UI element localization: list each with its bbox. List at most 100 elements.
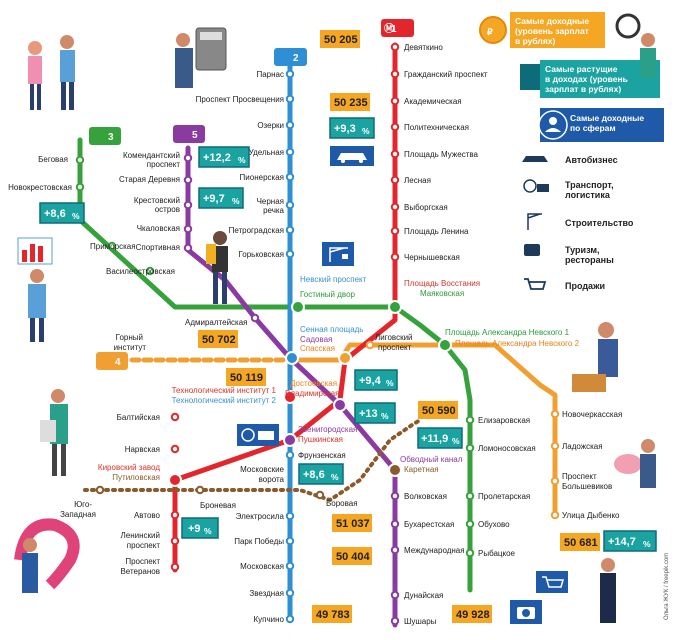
station-parnas[interactable]: Парнас bbox=[256, 70, 284, 79]
transfer-hub[interactable] bbox=[388, 463, 402, 477]
station-dot[interactable] bbox=[285, 561, 295, 571]
station-frunz[interactable]: Фрунзенская bbox=[298, 451, 346, 460]
station-mosvor1[interactable]: Московские bbox=[240, 465, 284, 474]
station-dot[interactable] bbox=[183, 243, 193, 253]
station-dot[interactable] bbox=[250, 313, 260, 323]
station-sennaya[interactable]: Сенная площадь bbox=[300, 325, 363, 334]
transfer-hub[interactable] bbox=[283, 390, 297, 404]
transfer-hub[interactable] bbox=[291, 300, 305, 314]
station-lesnaya[interactable]: Лесная bbox=[404, 176, 431, 185]
salary-box-8[interactable]: 50 119 bbox=[226, 368, 266, 386]
salary-box-17[interactable]: 49 783 bbox=[312, 605, 352, 623]
station-dot[interactable] bbox=[285, 614, 295, 624]
station-dot[interactable] bbox=[285, 94, 295, 104]
station-udel[interactable]: Удельная bbox=[249, 148, 284, 157]
station-grazhd[interactable]: Гражданский проспект bbox=[404, 70, 488, 79]
station-muzhestva[interactable]: Площадь Мужества bbox=[404, 150, 479, 159]
station-dybenko[interactable]: Улица Дыбенко bbox=[562, 511, 620, 520]
station-cherrech1[interactable]: Черная bbox=[257, 197, 284, 206]
station-obukh[interactable]: Обухово bbox=[478, 520, 510, 529]
growth-box-12[interactable]: +11,9% bbox=[417, 427, 463, 449]
station-chkal[interactable]: Чкаловская bbox=[137, 224, 180, 233]
transfer-hub[interactable] bbox=[388, 300, 402, 314]
station-pioner[interactable]: Пионерская bbox=[240, 173, 284, 182]
station-dot[interactable] bbox=[285, 536, 295, 546]
station-dot[interactable] bbox=[285, 225, 295, 235]
station-pushk[interactable]: Пушкинская bbox=[298, 435, 343, 444]
car-icon[interactable] bbox=[330, 146, 374, 166]
camera-icon[interactable] bbox=[510, 600, 542, 624]
station-dot[interactable] bbox=[170, 536, 180, 546]
transfer-hub[interactable] bbox=[438, 338, 452, 352]
station-dot[interactable] bbox=[390, 545, 400, 555]
station-shush[interactable]: Шушары bbox=[404, 617, 437, 626]
station-lomon[interactable]: Ломоносовская bbox=[478, 444, 536, 453]
station-dot[interactable] bbox=[285, 588, 295, 598]
station-gostin[interactable]: Гостиный двор bbox=[300, 290, 356, 299]
station-dot[interactable] bbox=[285, 120, 295, 130]
station-yugzap1[interactable]: Юго- bbox=[74, 500, 92, 509]
station-dot[interactable] bbox=[465, 415, 475, 425]
station-dot[interactable] bbox=[550, 476, 560, 486]
station-rybats[interactable]: Рыбацкое bbox=[478, 549, 516, 558]
station-dot[interactable] bbox=[465, 548, 475, 558]
station-kirov[interactable]: Кировский завод bbox=[98, 463, 160, 472]
growth-box-20[interactable]: +14,7% bbox=[603, 530, 657, 552]
station-beg[interactable]: Беговая bbox=[38, 155, 68, 164]
station-zvenig[interactable]: Звенигородская bbox=[298, 425, 357, 434]
transfer-hub[interactable] bbox=[333, 398, 347, 412]
station-dot[interactable] bbox=[170, 562, 180, 572]
station-baltiy[interactable]: Балтийская bbox=[117, 413, 160, 422]
station-devyatkino[interactable]: Девяткино bbox=[404, 43, 443, 52]
station-krest1[interactable]: Крестовский bbox=[134, 196, 180, 205]
station-novokr[interactable]: Новокрестовская bbox=[8, 183, 72, 192]
station-mayak[interactable]: Маяковская bbox=[420, 289, 464, 298]
station-admir[interactable]: Адмиралтейская bbox=[185, 318, 248, 327]
station-sadovaya[interactable]: Садовая bbox=[300, 335, 332, 344]
growth-box-13[interactable]: +8,6% bbox=[298, 463, 344, 485]
station-dot[interactable] bbox=[285, 511, 295, 521]
station-dot[interactable] bbox=[107, 241, 117, 251]
station-gorn2[interactable]: институт bbox=[114, 343, 147, 352]
station-dot[interactable] bbox=[390, 226, 400, 236]
station-avtovo[interactable]: Автово bbox=[134, 511, 161, 520]
growth-box-6[interactable]: +8,6% bbox=[39, 202, 85, 224]
station-mezhd[interactable]: Международная bbox=[404, 546, 465, 555]
station-bronev[interactable]: Броневая bbox=[200, 501, 236, 510]
station-gorkov[interactable]: Горьковская bbox=[238, 250, 284, 259]
station-mosvor2[interactable]: ворота bbox=[259, 475, 285, 484]
station-prosv[interactable]: Проспект Просвещения bbox=[196, 95, 284, 104]
station-gorn1[interactable]: Горный bbox=[116, 333, 143, 342]
station-dot[interactable] bbox=[183, 175, 193, 185]
cart-icon[interactable] bbox=[536, 571, 568, 593]
line2-badge[interactable]: 2 bbox=[274, 48, 307, 66]
station-dot[interactable] bbox=[75, 155, 85, 165]
crane-icon[interactable] bbox=[322, 242, 354, 266]
station-proletar[interactable]: Пролетарская bbox=[478, 492, 530, 501]
station-narv[interactable]: Нарвская bbox=[125, 445, 160, 454]
station-dot[interactable] bbox=[285, 249, 295, 259]
station-politekh[interactable]: Политехническая bbox=[404, 123, 469, 132]
station-dot[interactable] bbox=[183, 224, 193, 234]
transfer-hub[interactable] bbox=[338, 351, 352, 365]
station-dot[interactable] bbox=[75, 182, 85, 192]
station-tekh1[interactable]: Технологический институт 1 bbox=[172, 386, 277, 395]
station-akadem[interactable]: Академическая bbox=[404, 97, 462, 106]
station-vetr1[interactable]: Проспект bbox=[125, 557, 160, 566]
growth-box-9[interactable]: +9,4% bbox=[354, 369, 398, 391]
line4-badge[interactable]: 4 bbox=[96, 352, 128, 370]
salary-box-2[interactable]: 50 235 bbox=[330, 93, 370, 111]
station-lenprosp2[interactable]: проспект bbox=[127, 541, 161, 550]
station-dot[interactable] bbox=[315, 490, 325, 500]
station-karet[interactable]: Каретная bbox=[404, 465, 439, 474]
growth-box-3[interactable]: +9,3% bbox=[329, 117, 375, 139]
station-chern[interactable]: Чернышевская bbox=[404, 253, 460, 262]
station-putil[interactable]: Путиловская bbox=[112, 473, 160, 482]
station-dunai[interactable]: Дунайская bbox=[404, 591, 443, 600]
salary-box-1[interactable]: 50 205 bbox=[320, 30, 360, 48]
station-dot[interactable] bbox=[285, 69, 295, 79]
station-dot[interactable] bbox=[145, 266, 155, 276]
station-vyborg[interactable]: Выборгская bbox=[404, 203, 448, 212]
station-dot[interactable] bbox=[390, 202, 400, 212]
station-dot[interactable] bbox=[285, 450, 295, 460]
